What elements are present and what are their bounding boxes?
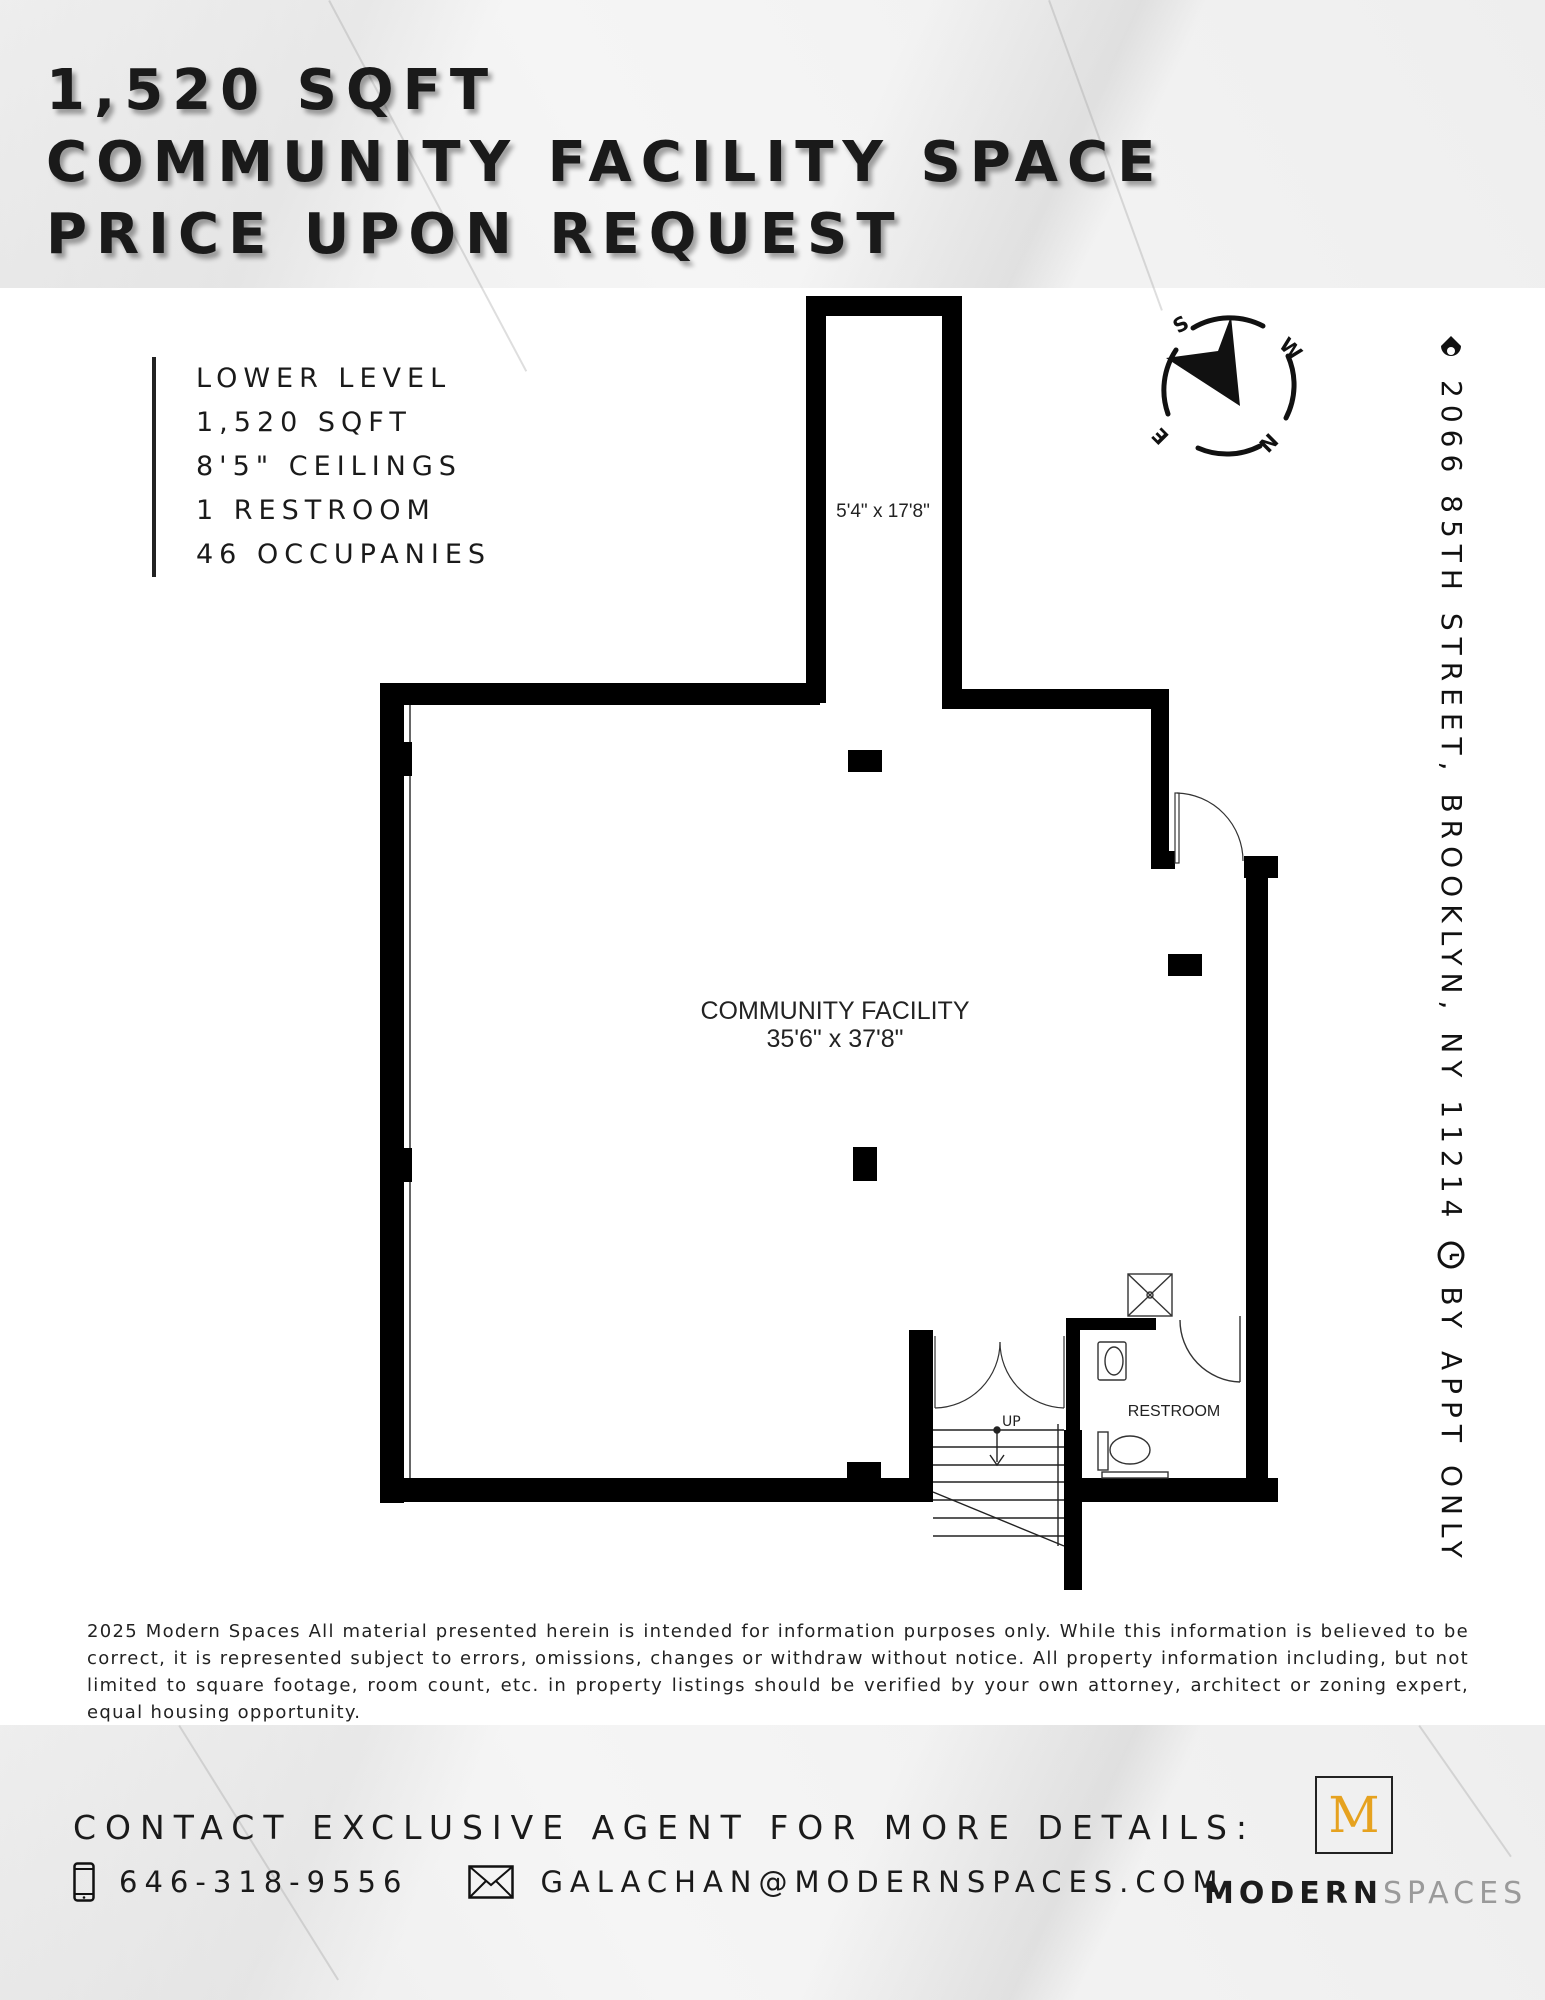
logo-word-modern: MODERN [1204, 1876, 1383, 1911]
phone-link[interactable]: 646-318-9556 [119, 1865, 409, 1899]
stairs-label: UP [1002, 1414, 1021, 1430]
address-block: 2066 85TH STREET, BROOKLYN, NY 11214 BY … [1400, 336, 1500, 1565]
modern-spaces-logo: M MODERNSPACES [1204, 1776, 1522, 1911]
main-room-dimensions: 35'6" x 37'8" [766, 1025, 903, 1053]
map-pin-icon [1441, 336, 1462, 356]
logo-word-spaces: SPACES [1382, 1876, 1528, 1911]
feature-ceilings: 8'5" CEILINGS [196, 451, 462, 482]
restroom-fixtures [1097, 1273, 1241, 1479]
contact-heading: CONTACT EXCLUSIVE AGENT FOR MORE DETAILS… [73, 1808, 1257, 1847]
marble-vein [178, 1725, 339, 1981]
logo-wordmark: MODERNSPACES [1204, 1876, 1522, 1911]
contact-details: 646-318-9556 GALACHAN@MODERNSPACES.COM [73, 1862, 1225, 1902]
restroom-label: RESTROOM [1128, 1403, 1220, 1420]
title-size: 1,520 SQFT [46, 58, 498, 123]
header-marble-background [0, 0, 1545, 372]
feature-level: LOWER LEVEL [196, 363, 452, 394]
floor-plan: UP 5'4" x 17'8" COMMUNITY FACILITY 35'6"… [380, 296, 1278, 1590]
feature-list: LOWER LEVEL 1,520 SQFT 8'5" CEILINGS 1 R… [152, 357, 491, 577]
narrow-room-dimensions: 5'4" x 17'8" [836, 501, 930, 522]
title-price: PRICE UPON REQUEST [46, 202, 904, 267]
double-door [934, 1336, 1065, 1409]
footer-marble-background [0, 1725, 1545, 2000]
title-space-type: COMMUNITY FACILITY SPACE [46, 130, 1165, 195]
legal-disclaimer: 2025 Modern Spaces All material presente… [87, 1621, 1469, 1723]
listing-title: 1,520 SQFT COMMUNITY FACILITY SPACE PRIC… [46, 55, 1164, 271]
feature-area: 1,520 SQFT [196, 407, 412, 438]
phone-icon [73, 1862, 95, 1902]
feature-occupancy: 46 OCCUPANIES [196, 539, 492, 570]
compass-icon: S W E N [1148, 310, 1307, 457]
stairs [932, 1424, 1065, 1547]
walls [380, 296, 1278, 1590]
clock-icon [1438, 1241, 1465, 1269]
logo-monogram-letter: M [1328, 1786, 1380, 1844]
main-room-name: COMMUNITY FACILITY [700, 997, 969, 1025]
entry-door [1174, 792, 1244, 864]
email-link[interactable]: GALACHAN@MODERNSPACES.COM [540, 1865, 1225, 1899]
logo-monogram: M [1315, 1776, 1393, 1854]
feature-restrooms: 1 RESTROOM [196, 495, 436, 526]
envelope-icon [468, 1865, 515, 1899]
